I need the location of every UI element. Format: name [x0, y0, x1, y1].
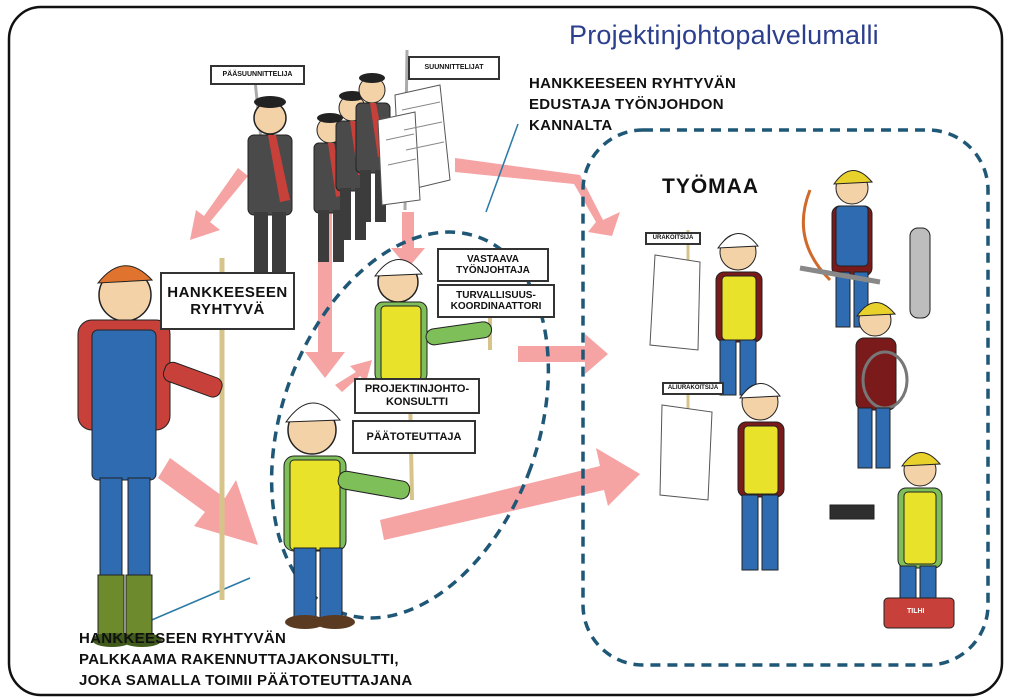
consultant-figure	[283, 391, 414, 629]
sign-pm-consultant: PROJEKTINJOHTO- KONSULTTI	[354, 378, 480, 414]
sign-lead-designer: PÄÄSUUNNITTELIJA	[210, 65, 305, 85]
sign-line: HANKKEESEEN	[167, 283, 288, 301]
sign-contractor: URAKOITSIJA	[645, 232, 701, 245]
toolbox-label: TILHI	[907, 608, 925, 615]
sign-site-manager: VASTAAVA TYÖNJOHTAJA	[437, 248, 549, 282]
sign-designers: SUUNNITTELIJAT	[408, 56, 500, 80]
designers-group	[247, 49, 451, 283]
annotation-line: HANKKEESEEN RYHTYVÄN	[529, 75, 737, 92]
worker-subcontractor	[659, 383, 785, 571]
sign-main-implementer: PÄÄTOTEUTTAJA	[352, 420, 476, 454]
arrow-designers-to-site	[455, 158, 620, 236]
sign-line: KOORDINAATTORI	[450, 301, 542, 312]
worksite-boundary	[581, 128, 990, 667]
sign-line: PROJEKTINJOHTO-	[364, 383, 470, 396]
pointer-consultant	[139, 577, 251, 626]
annotation-line: PALKKAAMA RAKENNUTTAJAKONSULTTI,	[79, 651, 399, 668]
arrow-to-client	[190, 168, 248, 240]
client-figure	[77, 258, 225, 647]
diagram-title: Projektinjohtopalvelumalli	[569, 20, 879, 50]
arrow-down-right	[391, 212, 425, 268]
sign-line: TYÖNJOHTAJA	[456, 265, 530, 276]
arrow-manager-to-site	[518, 334, 608, 374]
outer-frame	[7, 5, 1004, 697]
arrow-consultant-to-site	[380, 448, 640, 540]
sign-line: KONSULTTI	[385, 396, 449, 408]
sign-line: RYHTYVÄ	[190, 301, 265, 318]
sign-line: VASTAAVA	[466, 253, 520, 265]
arrow-down-left	[305, 190, 345, 378]
sign-safety-coordinator: TURVALLISUUS- KOORDINAATTORI	[437, 284, 555, 318]
arrow-small	[335, 360, 372, 392]
annotation-line: KANNALTA	[529, 117, 613, 134]
worker-welder	[799, 170, 931, 328]
pointer-client-rep	[485, 123, 519, 213]
annotation-line: JOKA SAMALLA TOIMII PÄÄTOTEUTTAJANA	[79, 672, 413, 689]
annotation-client-representative: HANKKEESEEN RYHTYVÄN EDUSTAJA TYÖNJOHDON…	[529, 73, 799, 136]
worker-contractor	[649, 230, 763, 396]
flow-arrows	[158, 158, 640, 545]
worker-builder	[829, 452, 955, 629]
annotation-line: EDUSTAJA TYÖNJOHDON	[529, 96, 724, 113]
sign-line: TURVALLISUUS-	[456, 289, 536, 301]
annotation-line: HANKKEESEEN RYHTYVÄN	[79, 630, 287, 647]
worker-electrician	[855, 302, 909, 469]
arrow-client-to-consultant	[158, 458, 258, 545]
sign-subcontractor: ALIURAKOITSIJA	[662, 382, 724, 395]
sign-client: HANKKEESEEN RYHTYVÄ	[160, 272, 295, 330]
worksite-label: TYÖMAA	[662, 175, 759, 198]
annotation-consultant: HANKKEESEEN RYHTYVÄN PALKKAAMA RAKENNUTT…	[79, 628, 499, 691]
